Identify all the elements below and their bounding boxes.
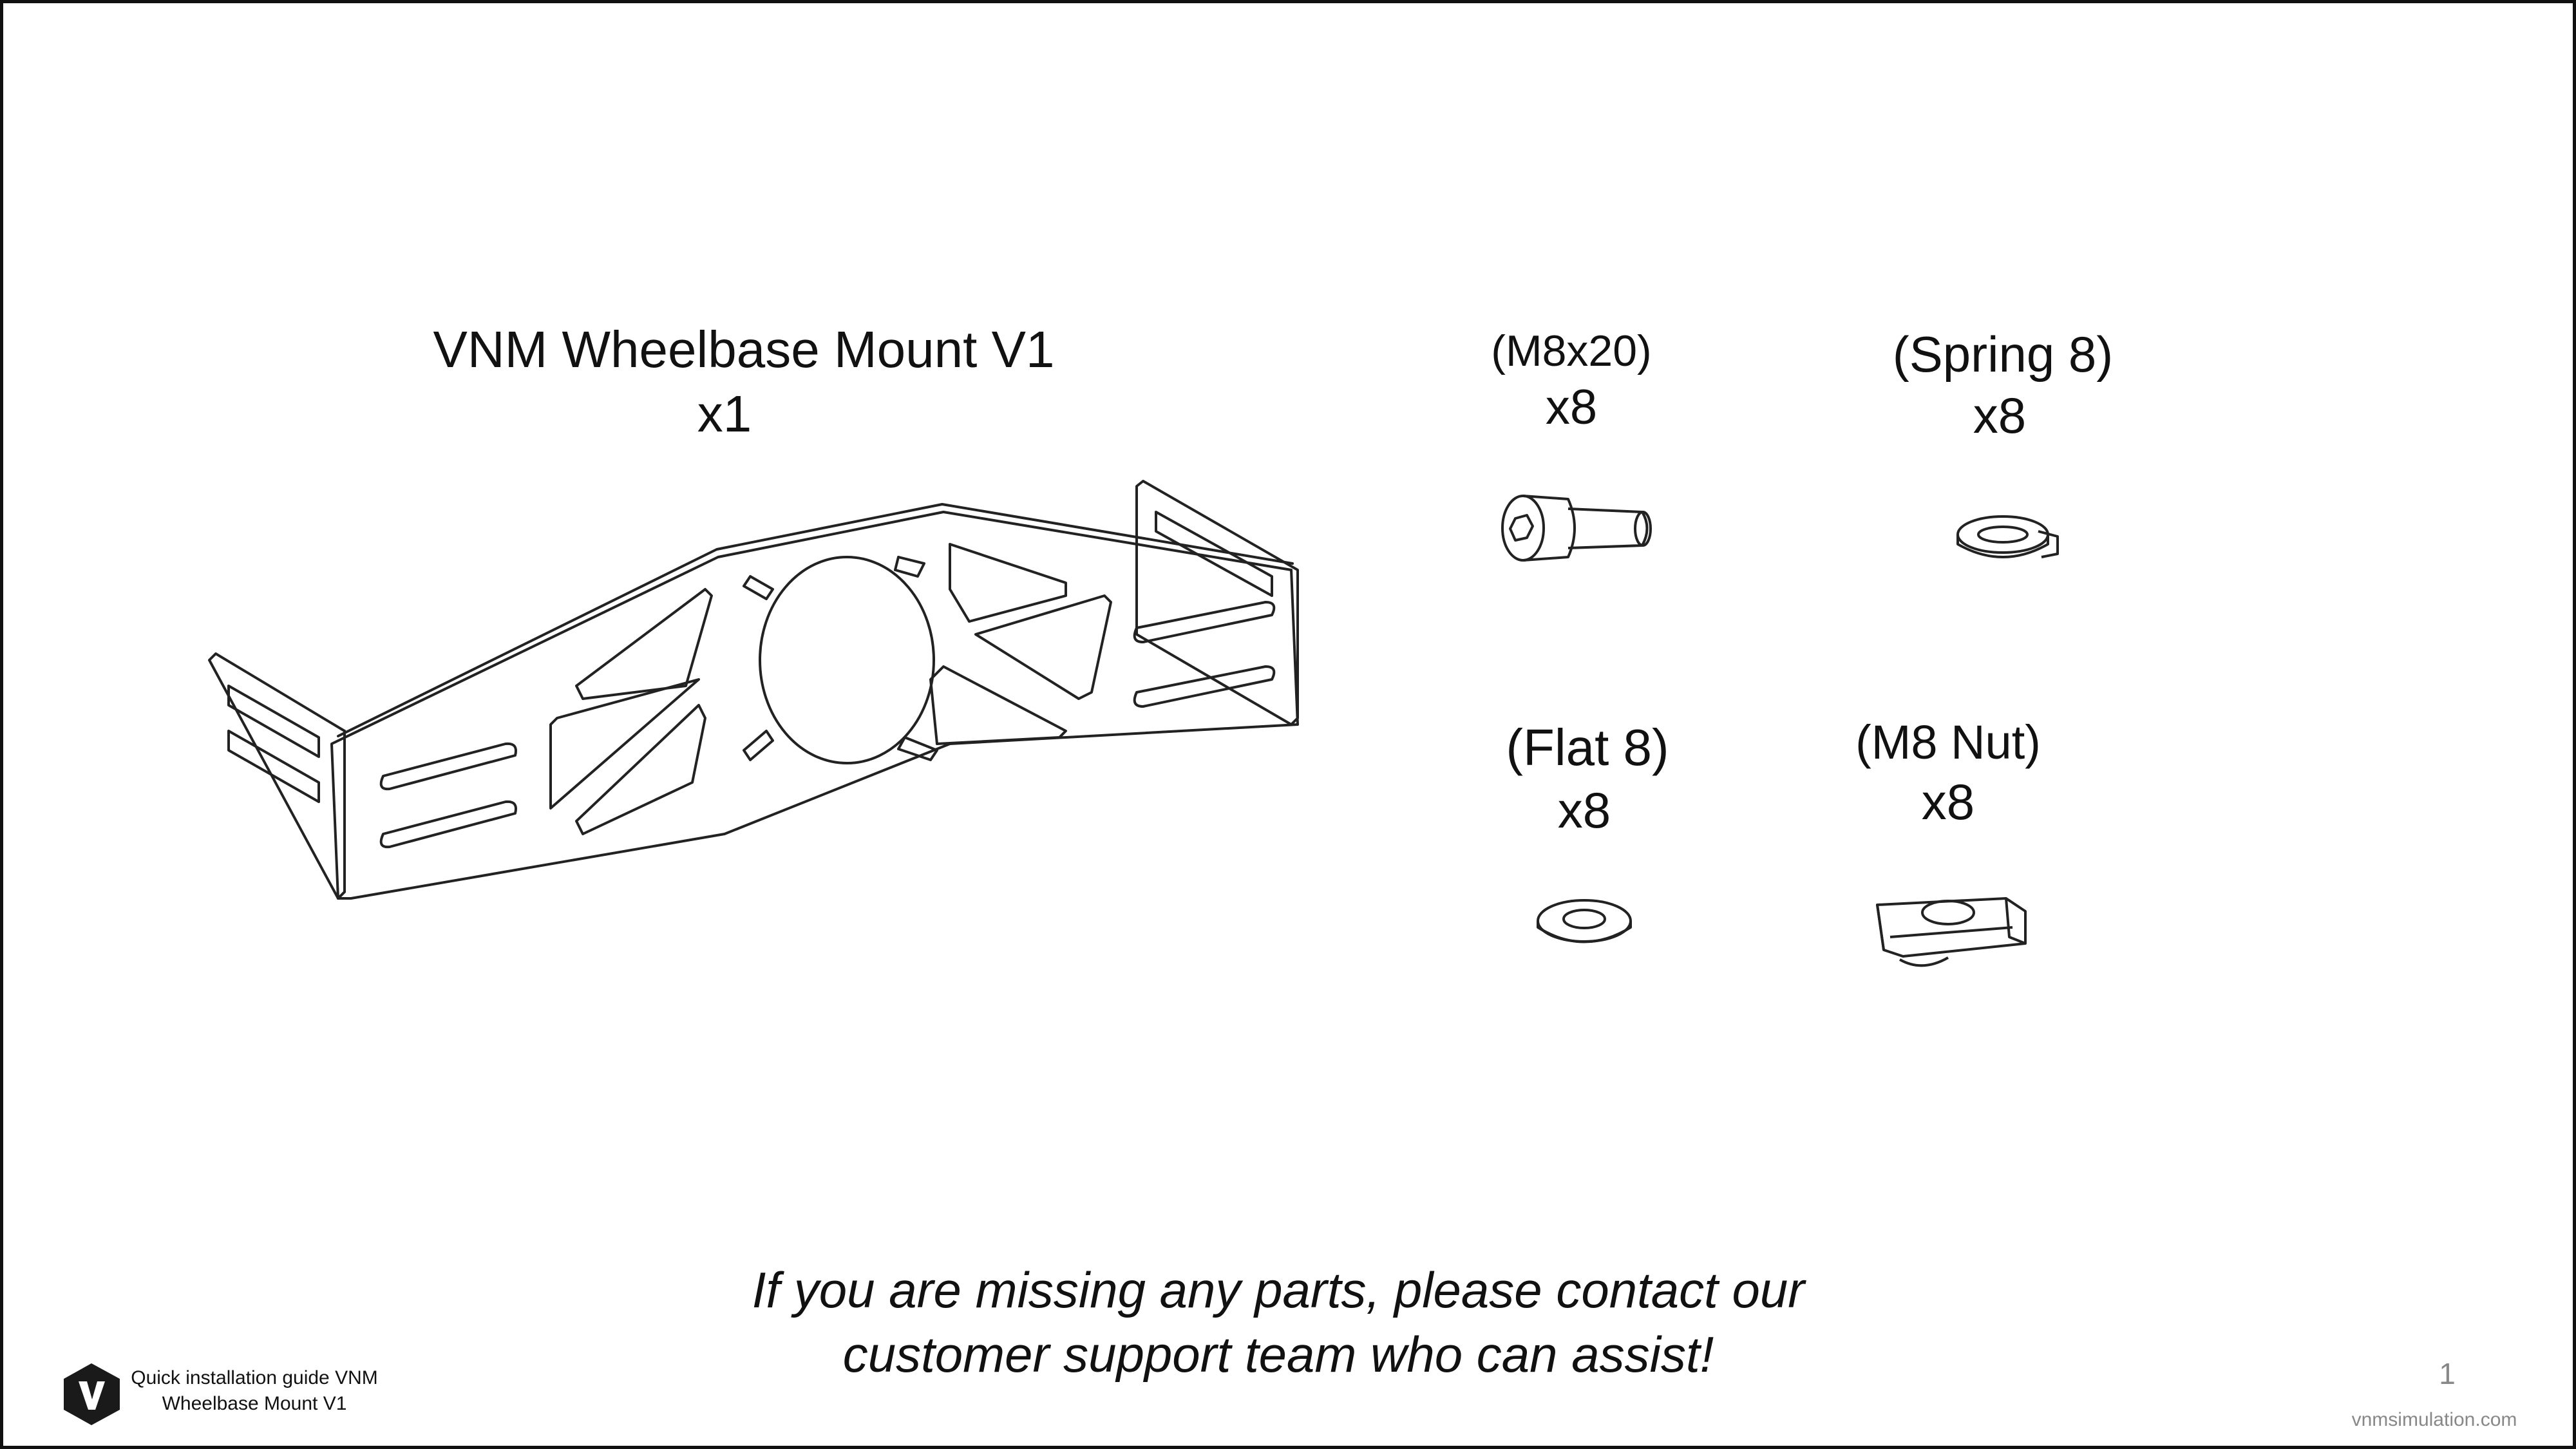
- footer-guide-line2: Wheelbase Mount V1: [162, 1393, 347, 1414]
- t-nut-quantity: x8: [1921, 773, 1975, 830]
- vnm-logo-icon: [61, 1362, 122, 1426]
- missing-parts-notice-line2: customer support team who can assist!: [842, 1326, 1714, 1383]
- spring-washer-code: (Spring 8): [1892, 326, 2114, 383]
- flat-washer-code: (Flat 8): [1506, 719, 1669, 776]
- missing-parts-notice-line1: If you are missing any parts, please con…: [752, 1262, 1805, 1318]
- flat-washer-quantity: x8: [1557, 782, 1611, 838]
- bolt-code: (M8x20): [1491, 327, 1652, 375]
- page-number: 1: [2439, 1357, 2456, 1390]
- flat-washer-icon: [1530, 892, 1639, 956]
- bolt-quantity: x8: [1545, 380, 1598, 435]
- t-nut-code: (M8 Nut): [1855, 715, 2041, 769]
- bolt-icon: [1497, 486, 1658, 570]
- wheelbase-mount-bracket-drawing: [190, 473, 1311, 911]
- footer-guide-line1: Quick installation guide VNM: [131, 1367, 378, 1388]
- spring-washer-quantity: x8: [1973, 387, 2027, 444]
- main-part-name: VNM Wheelbase Mount V1: [433, 321, 1055, 378]
- t-nut-icon: [1864, 886, 2038, 976]
- spring-washer-icon: [1948, 506, 2064, 576]
- main-part-quantity: x1: [697, 385, 752, 442]
- website-link[interactable]: vnmsimulation.com: [2351, 1409, 2517, 1430]
